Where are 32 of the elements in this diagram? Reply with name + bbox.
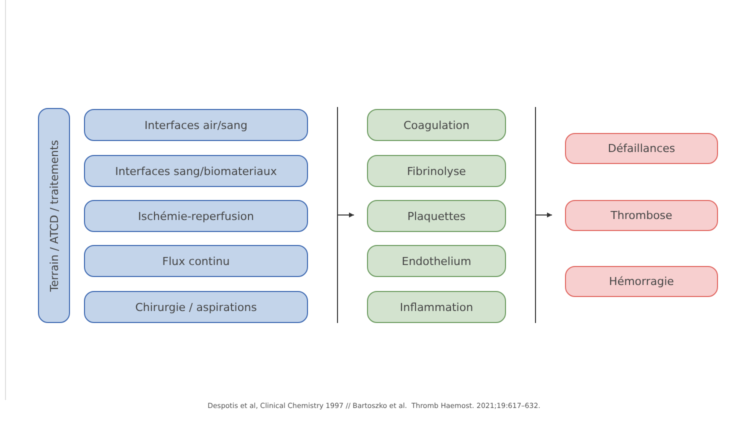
box-label: Terrain / ATCD / traitements: [48, 140, 60, 292]
process-box: [367, 155, 506, 187]
box-label: Hémorragie: [609, 275, 674, 288]
arrow: [336, 212, 354, 218]
process-box: [84, 109, 308, 141]
process-box: [565, 266, 718, 297]
process-box: [367, 245, 506, 277]
box-label: Coagulation: [404, 118, 470, 132]
box-label: Fibrinolyse: [407, 164, 466, 178]
box-label: Plaquettes: [407, 210, 466, 222]
box-label: Thrombose: [610, 209, 672, 222]
process-box: [84, 155, 308, 187]
box-label: Chirurgie / aspirations: [135, 300, 257, 314]
box-label: Défaillances: [608, 142, 676, 155]
process-box: [367, 109, 506, 141]
process-box: [84, 200, 308, 232]
process-box: [367, 200, 506, 232]
box-label: Ischémie-reperfusion: [138, 210, 254, 222]
box-label: Flux continu: [162, 254, 230, 268]
arrow: [534, 212, 552, 218]
process-box: [367, 291, 506, 323]
process-box: [84, 245, 308, 277]
box-label: Interfaces air/sang: [144, 118, 248, 132]
process-box: [565, 133, 718, 164]
box-label: Inflammation: [400, 300, 474, 314]
box-label: Interfaces sang/biomateriaux: [115, 164, 277, 178]
process-box: [565, 200, 718, 231]
divider-line: [337, 107, 339, 323]
box-label: Endothelium: [402, 254, 472, 268]
process-box: [38, 108, 70, 323]
divider-line: [535, 107, 537, 323]
process-box: [84, 291, 308, 323]
